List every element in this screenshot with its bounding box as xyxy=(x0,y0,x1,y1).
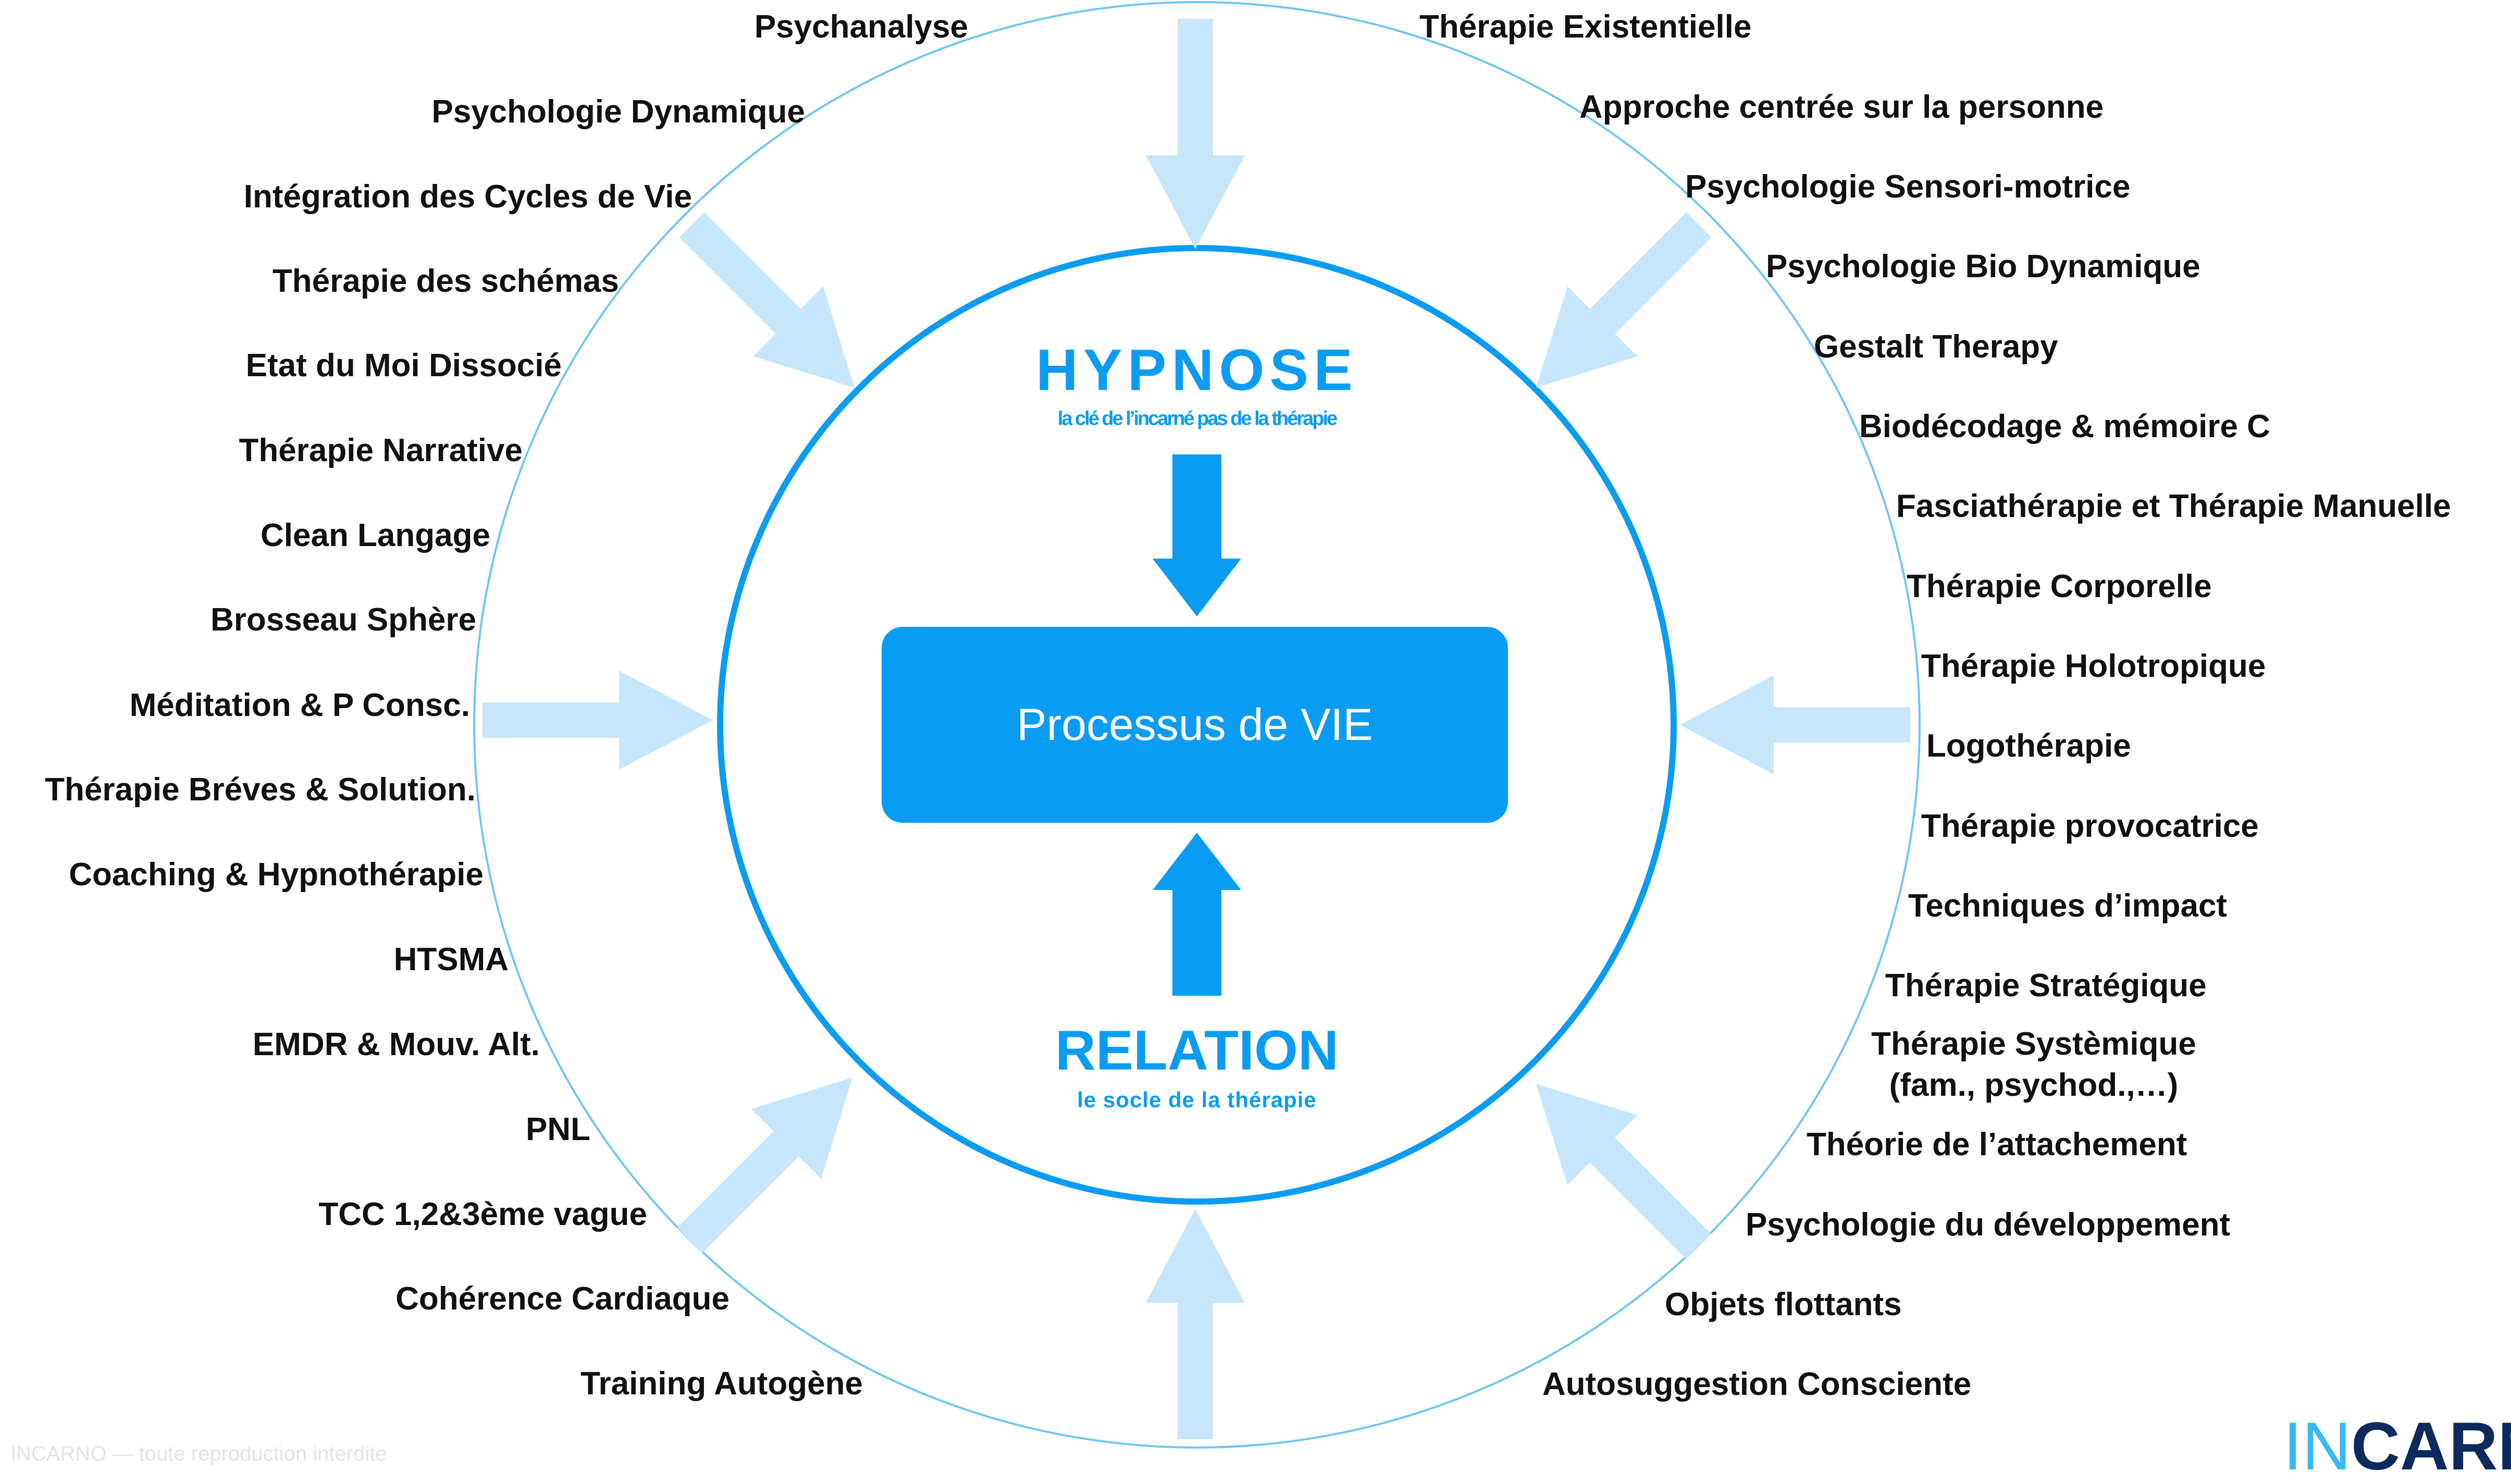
right-label: Thérapie Existentielle xyxy=(1419,8,1752,45)
right-label: Psychologie du développement xyxy=(1746,1206,2231,1243)
right-label: Thérapie Corporelle xyxy=(1907,568,2212,604)
left-label: EMDR & Mouv. Alt. xyxy=(252,1026,540,1062)
arrow-relation-up xyxy=(1153,833,1241,996)
left-label: Thérapie Narrative xyxy=(239,432,523,468)
left-label: Thérapie Bréves & Solution. xyxy=(45,771,476,808)
right-label: Autosuggestion Consciente xyxy=(1542,1366,1972,1402)
right-label: Thérapie provocatrice xyxy=(1921,808,2259,844)
outer-circle xyxy=(473,1,1921,1449)
right-label: Thérapie Systèmique xyxy=(1871,1025,2196,1062)
right-label: Logothérapie xyxy=(1926,727,2131,764)
process-box: Processus de VIE xyxy=(882,627,1508,823)
right-label: Psychologie Sensori-motrice xyxy=(1685,168,2131,205)
arrow-bottom xyxy=(1146,1209,1245,1439)
left-label: Thérapie des schémas xyxy=(272,263,619,299)
logo-prefix: IN xyxy=(2283,1408,2351,1484)
left-label: Clean Langage xyxy=(261,517,490,553)
right-label: Approche centrée sur la personne xyxy=(1579,89,2104,125)
left-label: Psychologie Dynamique xyxy=(431,93,805,130)
arrow-left xyxy=(483,671,713,770)
right-label: Objets flottants xyxy=(1665,1286,1902,1322)
diagram-canvas xyxy=(473,1,1921,1449)
process-label: Processus de VIE xyxy=(1017,699,1373,750)
right-label: Thérapie Holotropique xyxy=(1921,648,2266,684)
left-label: TCC 1,2&3ème vague xyxy=(318,1196,647,1232)
left-label: Intégration des Cycles de Vie xyxy=(243,178,692,215)
right-label: Théorie de l’attachement xyxy=(1807,1126,2187,1163)
relation-subtitle: le socle de la thérapie xyxy=(1077,1087,1317,1112)
right-label: (fam., psychod.,…) xyxy=(1889,1067,2179,1103)
arrow-bottom-right xyxy=(1501,1048,1734,1282)
right-label: Biodécodage & mémoire C xyxy=(1859,408,2270,444)
brand-logo: INCARNO xyxy=(2283,1412,2511,1480)
arrow-top xyxy=(1146,19,1245,249)
left-label: Etat du Moi Dissocié xyxy=(245,347,562,384)
inner-circle xyxy=(717,245,1677,1205)
left-label: Brosseau Sphère xyxy=(211,601,476,638)
right-label: Psychologie Bio Dynamique xyxy=(1766,248,2200,285)
right-label: Gestalt Therapy xyxy=(1814,328,2058,365)
hypnose-subtitle: la clé de l’incarné pas de la thérapie xyxy=(1057,407,1338,430)
left-label: Méditation & P Consc. xyxy=(129,687,470,723)
left-label: Psychanalyse xyxy=(754,8,968,45)
relation-title: RELATION xyxy=(1055,1018,1339,1082)
left-label: PNL xyxy=(526,1111,590,1147)
arrow-hypnose-down xyxy=(1153,454,1241,616)
right-label: Fasciathérapie et Thérapie Manuelle xyxy=(1896,488,2451,524)
left-label: Cohérence Cardiaque xyxy=(395,1280,729,1317)
arrow-right xyxy=(1680,675,1910,774)
left-label: Training Autogène xyxy=(580,1365,863,1402)
left-label: Coaching & Hypnothérapie xyxy=(69,856,484,893)
right-label: Techniques d’impact xyxy=(1908,887,2228,924)
logo-main: CARNO xyxy=(2351,1408,2511,1484)
footer-note: INCARNO — toute reproduction interdite xyxy=(10,1442,387,1465)
left-label: HTSMA xyxy=(393,941,509,978)
hypnose-title: HYPNOSE xyxy=(1036,337,1358,403)
right-label: Thérapie Stratégique xyxy=(1885,967,2207,1004)
arrow-top-left xyxy=(657,190,890,423)
